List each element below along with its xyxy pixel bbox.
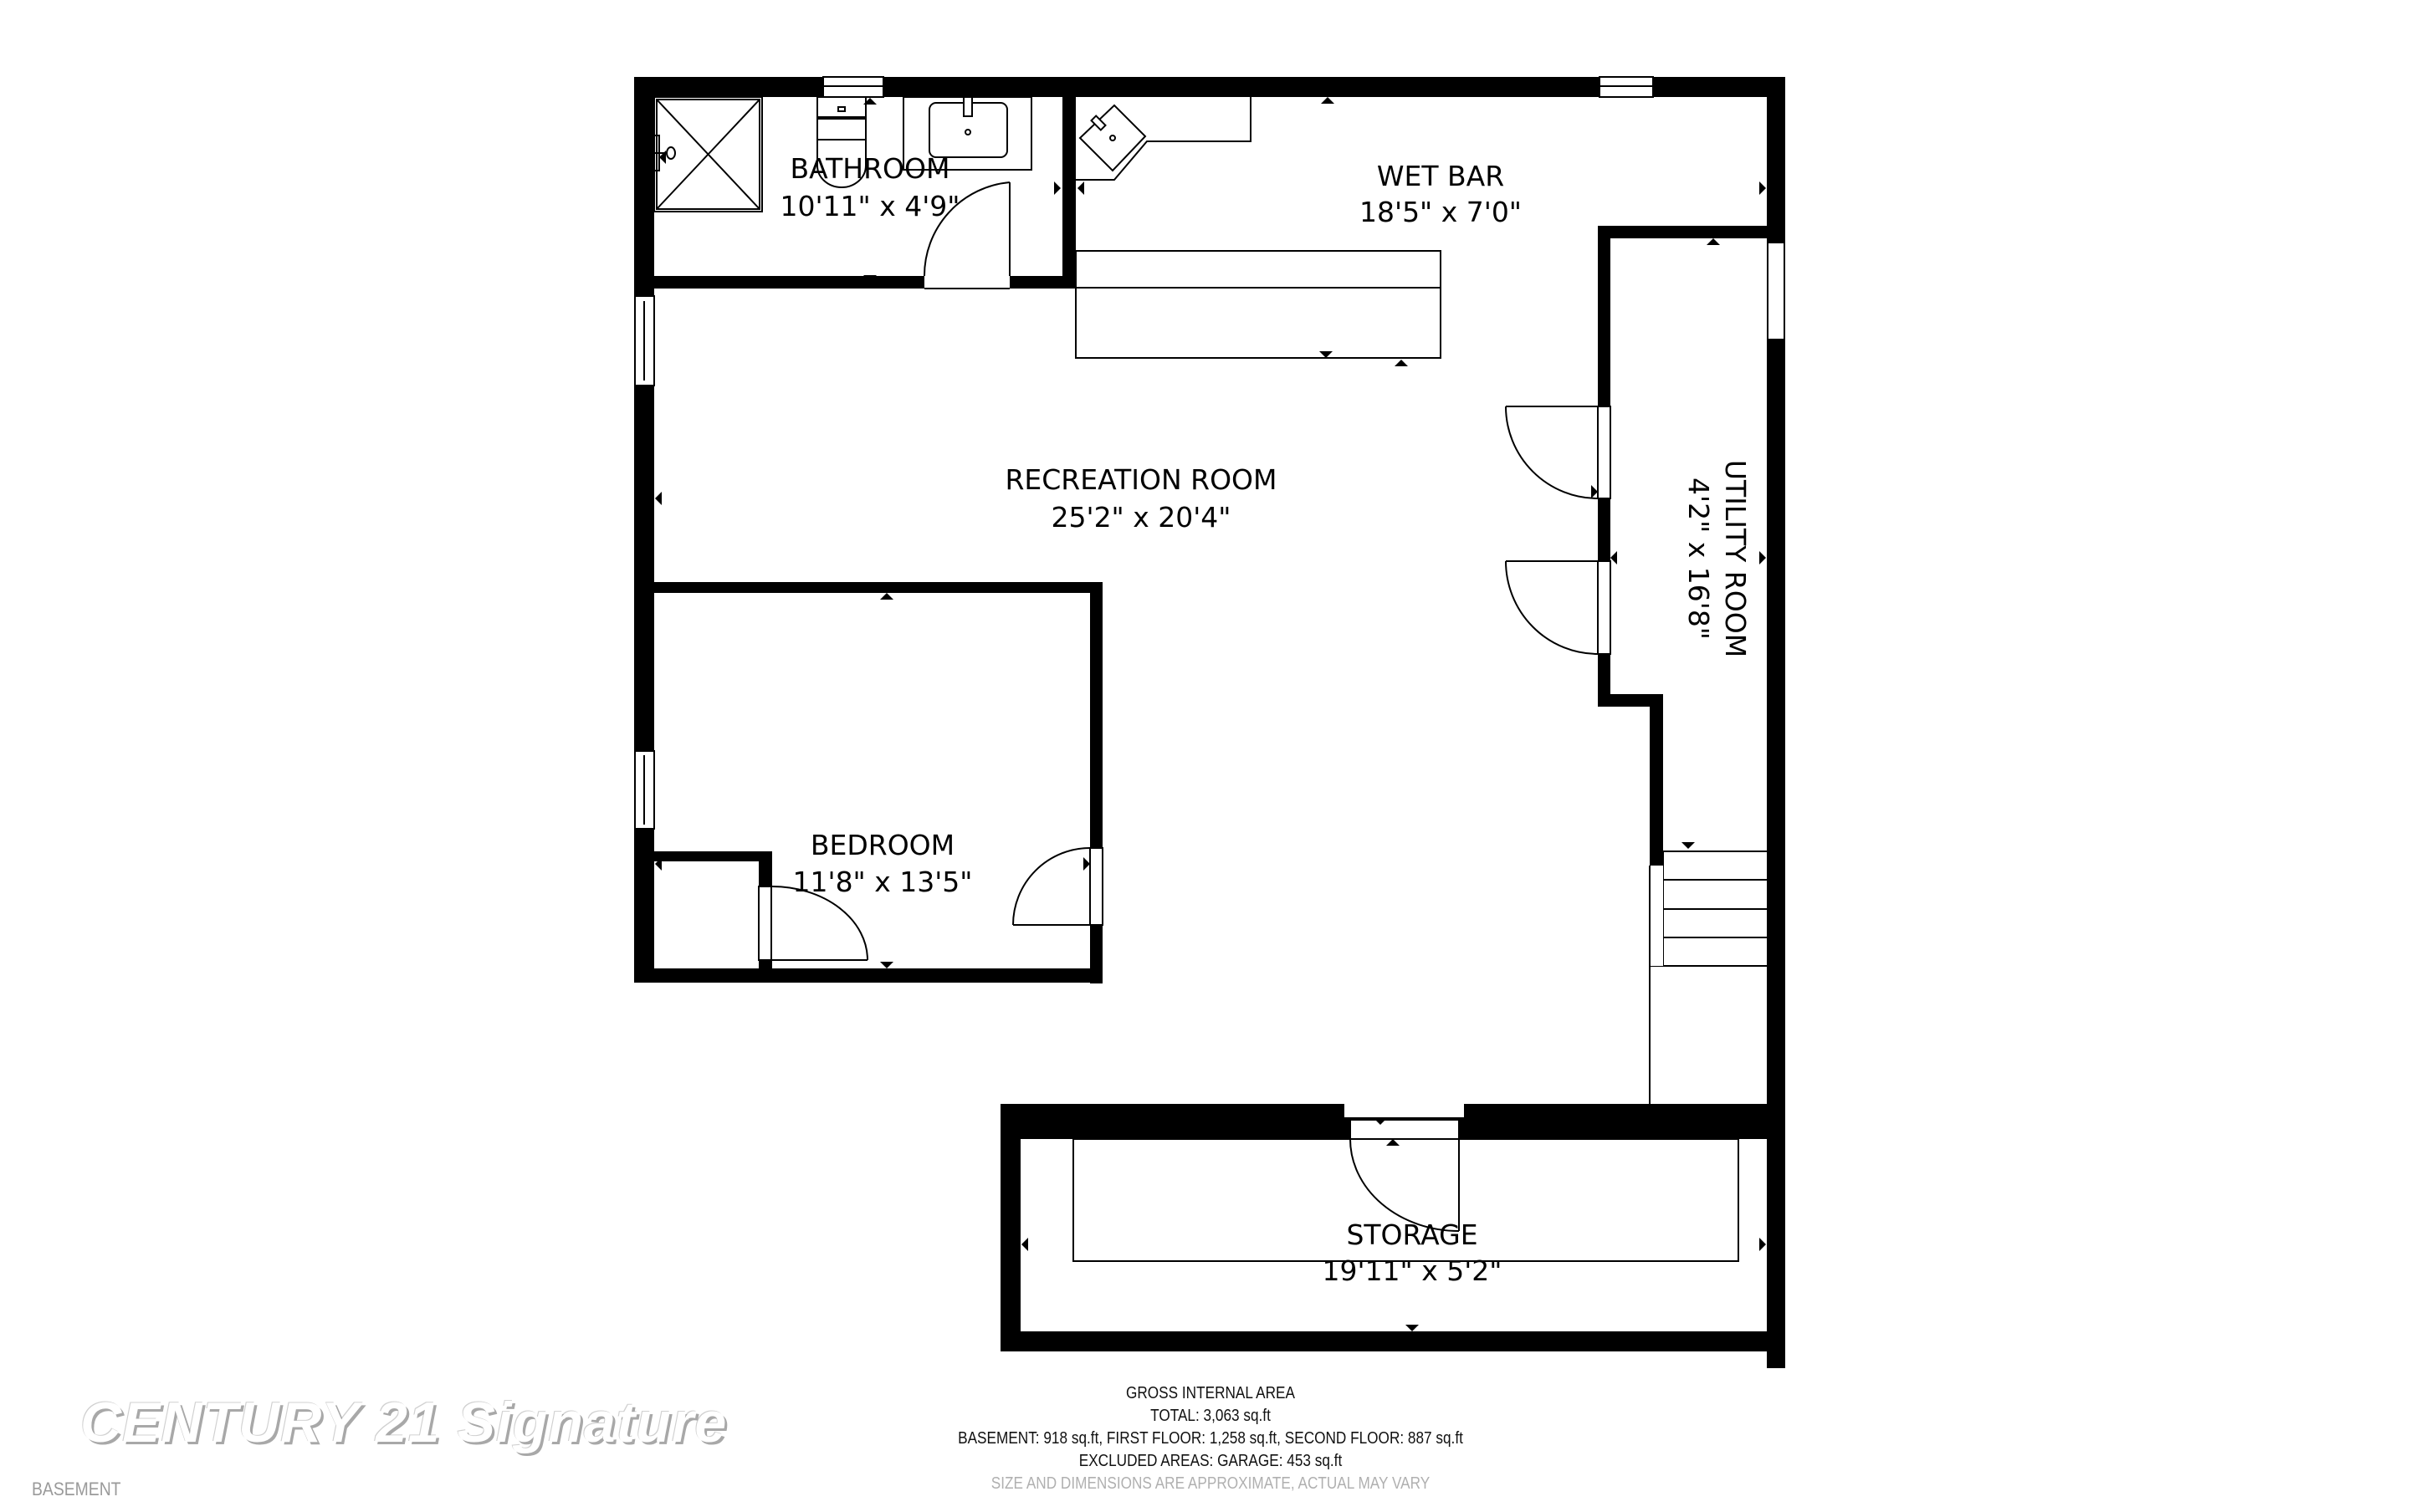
windows <box>634 76 1785 830</box>
dimension-markers <box>655 97 1766 1331</box>
shower-icon <box>653 96 763 212</box>
area-disclaimer: SIZE AND DIMENSIONS ARE APPROXIMATE, ACT… <box>990 1474 1431 1493</box>
stairs-icon <box>1649 850 1767 1104</box>
room-dimensions: 18'5" x 7'0" <box>1359 196 1522 228</box>
room-dimensions: 10'11" x 4'9" <box>781 190 960 222</box>
room-name: WET BAR <box>1377 160 1504 192</box>
room-name: BEDROOM <box>811 829 955 861</box>
room-name: BATHROOM <box>791 152 950 185</box>
brand-watermark: CENTURY 21 Signature <box>80 1391 728 1454</box>
area-title: GROSS INTERNAL AREA <box>1126 1384 1295 1402</box>
openings <box>758 275 1611 1140</box>
area-floors: BASEMENT: 918 sq.ft, FIRST FLOOR: 1,258 … <box>958 1429 1463 1448</box>
room-dimensions: 4'2" x 16'8" <box>1682 478 1715 640</box>
room-storage: STORAGE 19'11" x 5'2" <box>1323 1218 1502 1287</box>
toilet-icon <box>816 96 867 188</box>
room-dimensions: 25'2" x 20'4" <box>1052 501 1231 534</box>
floor-name-label: BASEMENT <box>32 1479 121 1499</box>
storage-shelving <box>1072 1138 1739 1262</box>
vanity-sink-icon <box>903 96 1032 171</box>
room-name: STORAGE <box>1346 1218 1477 1251</box>
outer-walls <box>634 77 1785 1368</box>
room-labels: BATHROOM 10'11" x 4'9" WET BAR 18'5" x 7… <box>781 152 1752 1287</box>
room-bathroom: BATHROOM 10'11" x 4'9" <box>781 152 960 222</box>
area-excluded: EXCLUDED AREAS: GARAGE: 453 sq.ft <box>1078 1452 1343 1470</box>
bar-peninsula <box>1075 250 1441 359</box>
room-dimensions: 11'8" x 13'5" <box>793 866 973 898</box>
room-bedroom: BEDROOM 11'8" x 13'5" <box>793 829 973 898</box>
fixtures <box>653 96 1767 1262</box>
room-dimensions: 19'11" x 5'2" <box>1323 1254 1502 1287</box>
room-wet-bar: WET BAR 18'5" x 7'0" <box>1359 160 1522 228</box>
room-name: RECREATION ROOM <box>1005 463 1277 496</box>
bar-sink-icon <box>1078 104 1147 172</box>
area-total: TOTAL: 3,063 sq.ft <box>1150 1407 1271 1425</box>
bar-counter <box>1076 97 1251 181</box>
door-swings <box>771 181 1599 1232</box>
room-utility: UTILITY ROOM 4'2" x 16'8" <box>1682 460 1752 657</box>
room-name: UTILITY ROOM <box>1719 460 1752 657</box>
room-recreation: RECREATION ROOM 25'2" x 20'4" <box>1005 463 1277 534</box>
